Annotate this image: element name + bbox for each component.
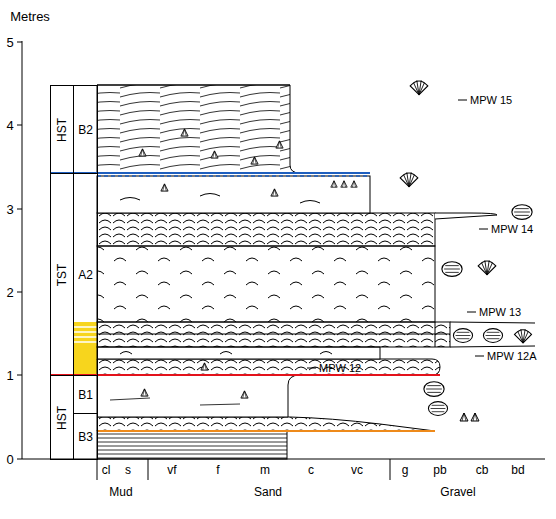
grain-size: f (216, 464, 219, 476)
axis-tick: 5 (6, 36, 13, 49)
grain-size: pb (433, 464, 446, 476)
systems-tract-cell: HST (50, 375, 74, 460)
grain-size: cl (102, 464, 111, 476)
sample-label: MPW 14 (491, 224, 533, 235)
grain-size: g (402, 464, 409, 476)
sample-label: MPW 12 (319, 363, 361, 374)
axis-tick: 0 (6, 453, 13, 466)
unit-label: A2 (78, 269, 93, 281)
unit-cell: A2 (73, 173, 98, 376)
unit-label: B2 (78, 124, 93, 136)
grain-size: c (308, 464, 314, 476)
sample-label: MPW 12A (487, 351, 537, 362)
axis-title: Metres (10, 10, 50, 23)
systems-tract-cell: HST (50, 85, 74, 174)
grain-class: Sand (254, 486, 282, 498)
axis-tick: 3 (6, 203, 13, 216)
axis-tick: 4 (6, 119, 13, 132)
grain-size: m (260, 464, 270, 476)
grain-size: vf (167, 464, 176, 476)
sample-label: MPW 13 (479, 307, 521, 318)
unit-label: B1 (78, 389, 93, 401)
unit-label: B3 (78, 431, 93, 443)
grain-size: bd (511, 464, 524, 476)
systems-tract-label: TST (56, 263, 68, 286)
axis-tick: 2 (6, 286, 13, 299)
sample-label: MPW 15 (470, 95, 512, 106)
systems-tract-label: HST (56, 118, 68, 142)
grain-size: cb (476, 464, 489, 476)
unit-cell: B1 (73, 375, 98, 414)
grain-size: vc (351, 464, 363, 476)
grain-size: s (125, 464, 131, 476)
grain-class: Mud (109, 486, 132, 498)
grain-class: Gravel (440, 486, 475, 498)
axis-tick: 1 (6, 369, 13, 382)
unit-cell: B3 (73, 413, 98, 460)
systems-tract-label: HST (56, 406, 68, 430)
systems-tract-cell: TST (50, 173, 74, 376)
unit-cell: B2 (73, 85, 98, 174)
